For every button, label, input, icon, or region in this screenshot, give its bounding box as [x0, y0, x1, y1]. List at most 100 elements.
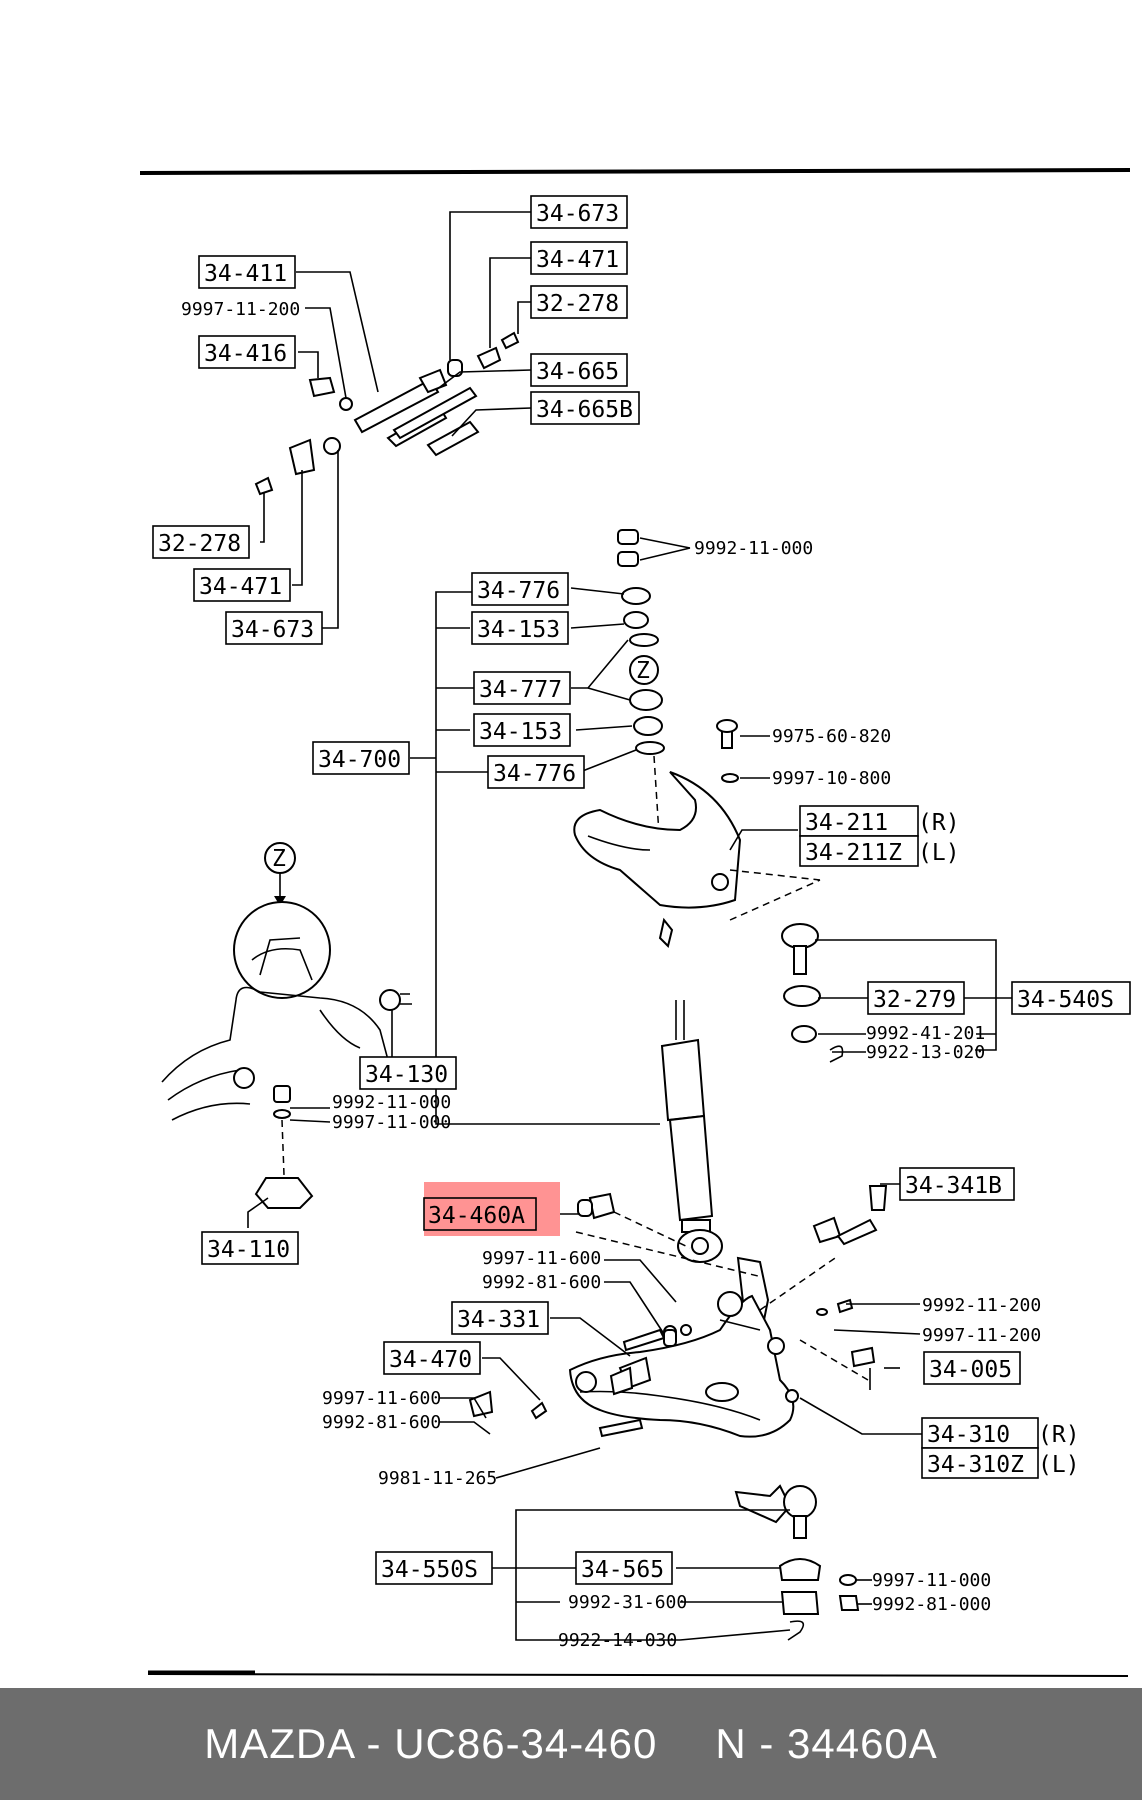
label-9992-41-201: 9992-41-201	[866, 1023, 985, 1044]
label-34-470: 34-470	[383, 1341, 481, 1375]
label-34-411: 34-411	[198, 255, 296, 289]
label-34-776-top: 34-776	[471, 572, 569, 606]
label-34-673-bot: 34-673	[225, 611, 323, 645]
label-34-341b: 34-341B	[899, 1167, 1015, 1201]
label-34-776-bot: 34-776	[487, 755, 585, 789]
oem-part-number: N - 34460A	[715, 1720, 938, 1767]
bottom-border	[147, 1673, 1129, 1677]
label-9997-11-000-mid: 9997-11-000	[332, 1112, 451, 1133]
label-r1: (R)	[918, 810, 960, 836]
label-9992-31-600: 9992-31-600	[568, 1592, 687, 1613]
svg-text:32-279: 32-279	[873, 987, 956, 1013]
frame-inset-group: Z	[161, 842, 421, 1228]
label-9992-11-000-mid: 9992-11-000	[332, 1092, 451, 1113]
label-34-110: 34-110	[201, 1231, 299, 1265]
label-r2: (R)	[1038, 1422, 1080, 1448]
label-34-211: 34-211	[799, 805, 919, 837]
label-9997-11-600-a: 9997-11-600	[482, 1248, 601, 1269]
svg-text:34-411: 34-411	[204, 261, 287, 287]
svg-text:32-278: 32-278	[536, 291, 619, 317]
upper-arm-group	[573, 719, 1012, 1063]
svg-text:34-130: 34-130	[365, 1062, 448, 1088]
svg-text:34-776: 34-776	[493, 761, 576, 787]
z-marker-2: Z	[272, 846, 286, 872]
svg-text:34-005: 34-005	[929, 1357, 1012, 1383]
label-9997-11-600-b: 9997-11-600	[322, 1388, 441, 1409]
label-34-005: 34-005	[923, 1351, 1021, 1385]
label-9992-11-200: 9992-11-200	[922, 1295, 1041, 1316]
label-9981-11-265: 9981-11-265	[378, 1468, 497, 1489]
label-l2: (L)	[1038, 1452, 1080, 1478]
svg-text:34-331: 34-331	[457, 1307, 540, 1333]
label-34-471-bot: 34-471	[193, 568, 291, 602]
label-l1: (L)	[918, 840, 960, 866]
label-9992-81-000: 9992-81-000	[872, 1594, 991, 1615]
label-9975-60-820: 9975-60-820	[772, 726, 891, 747]
svg-text:34-700: 34-700	[318, 747, 401, 773]
label-9992-81-600-b: 9992-81-600	[322, 1412, 441, 1433]
svg-text:34-460A: 34-460A	[428, 1203, 525, 1229]
svg-text:34-471: 34-471	[536, 247, 619, 273]
svg-text:34-665: 34-665	[536, 359, 619, 385]
label-32-278-top: 32-278	[530, 285, 628, 319]
label-34-471-top: 34-471	[530, 241, 628, 275]
label-34-565: 34-565	[575, 1551, 673, 1585]
svg-text:34-153: 34-153	[479, 719, 562, 745]
label-34-673-top: 34-673	[530, 195, 628, 229]
svg-text:34-673: 34-673	[231, 617, 314, 643]
label-32-278-bot: 32-278	[152, 525, 250, 559]
label-34-153-bot: 34-153	[473, 713, 571, 747]
part-number-footer: MAZDA - UC86-34-460 N - 34460A	[0, 1688, 1142, 1800]
label-34-777: 34-777	[473, 671, 571, 705]
label-34-550s: 34-550S	[375, 1551, 493, 1585]
brand-part-number: MAZDA - UC86-34-460	[204, 1720, 658, 1767]
z-marker-1: Z	[636, 658, 650, 684]
lower-ball-joint-group	[492, 1484, 872, 1641]
svg-text:34-776: 34-776	[477, 578, 560, 604]
svg-text:34-341B: 34-341B	[905, 1173, 1002, 1199]
label-34-310: 34-310	[921, 1417, 1039, 1449]
label-34-211z: 34-211Z	[799, 835, 919, 867]
label-9922-13-020: 9922-13-020	[866, 1042, 985, 1063]
label-34-153-top: 34-153	[471, 611, 569, 645]
label-34-665b: 34-665B	[530, 391, 640, 425]
svg-text:34-310Z: 34-310Z	[927, 1452, 1024, 1478]
stabilizer-link-group	[254, 211, 532, 629]
svg-text:34-777: 34-777	[479, 677, 562, 703]
svg-text:34-471: 34-471	[199, 574, 282, 600]
label-9922-14-030: 9922-14-030	[558, 1630, 677, 1651]
svg-text:34-470: 34-470	[389, 1347, 472, 1373]
label-9992-11-000-top: 9992-11-000	[694, 538, 813, 559]
label-9997-10-800: 9997-10-800	[772, 768, 891, 789]
svg-text:34-540S: 34-540S	[1017, 987, 1114, 1013]
label-9997-11-200-b: 9997-11-200	[922, 1325, 1041, 1346]
svg-text:34-211: 34-211	[805, 810, 888, 836]
svg-text:34-153: 34-153	[477, 617, 560, 643]
label-34-665: 34-665	[530, 353, 628, 387]
label-9992-81-600-a: 9992-81-600	[482, 1272, 601, 1293]
top-border	[139, 168, 1131, 175]
svg-text:34-550S: 34-550S	[381, 1557, 478, 1583]
label-34-700: 34-700	[312, 741, 410, 775]
svg-text:34-416: 34-416	[204, 341, 287, 367]
label-34-331: 34-331	[451, 1301, 549, 1335]
svg-text:34-211Z: 34-211Z	[805, 840, 902, 866]
shock-absorber	[660, 1000, 723, 1263]
shock-mount-group: Z	[410, 529, 691, 1125]
label-34-130: 34-130	[359, 1056, 457, 1090]
highlight-box	[424, 1182, 560, 1236]
label-34-416: 34-416	[198, 335, 296, 369]
label-9997-11-000-bot: 9997-11-000	[872, 1570, 991, 1591]
label-9997-11-200-a: 9997-11-200	[181, 299, 300, 320]
svg-text:34-110: 34-110	[207, 1237, 290, 1263]
svg-text:34-665B: 34-665B	[536, 397, 633, 423]
svg-text:34-310: 34-310	[927, 1422, 1010, 1448]
svg-text:34-673: 34-673	[536, 201, 619, 227]
parts-diagram: 34-673 34-471 32-278 34-665 34-665B 34-4…	[139, 168, 1131, 1677]
label-34-460a: 34-460A	[423, 1182, 560, 1236]
label-32-279: 32-279	[867, 981, 965, 1015]
svg-text:34-565: 34-565	[581, 1557, 664, 1583]
label-34-310z: 34-310Z	[921, 1447, 1039, 1479]
svg-text:32-278: 32-278	[158, 531, 241, 557]
label-34-540s: 34-540S	[1011, 981, 1131, 1015]
